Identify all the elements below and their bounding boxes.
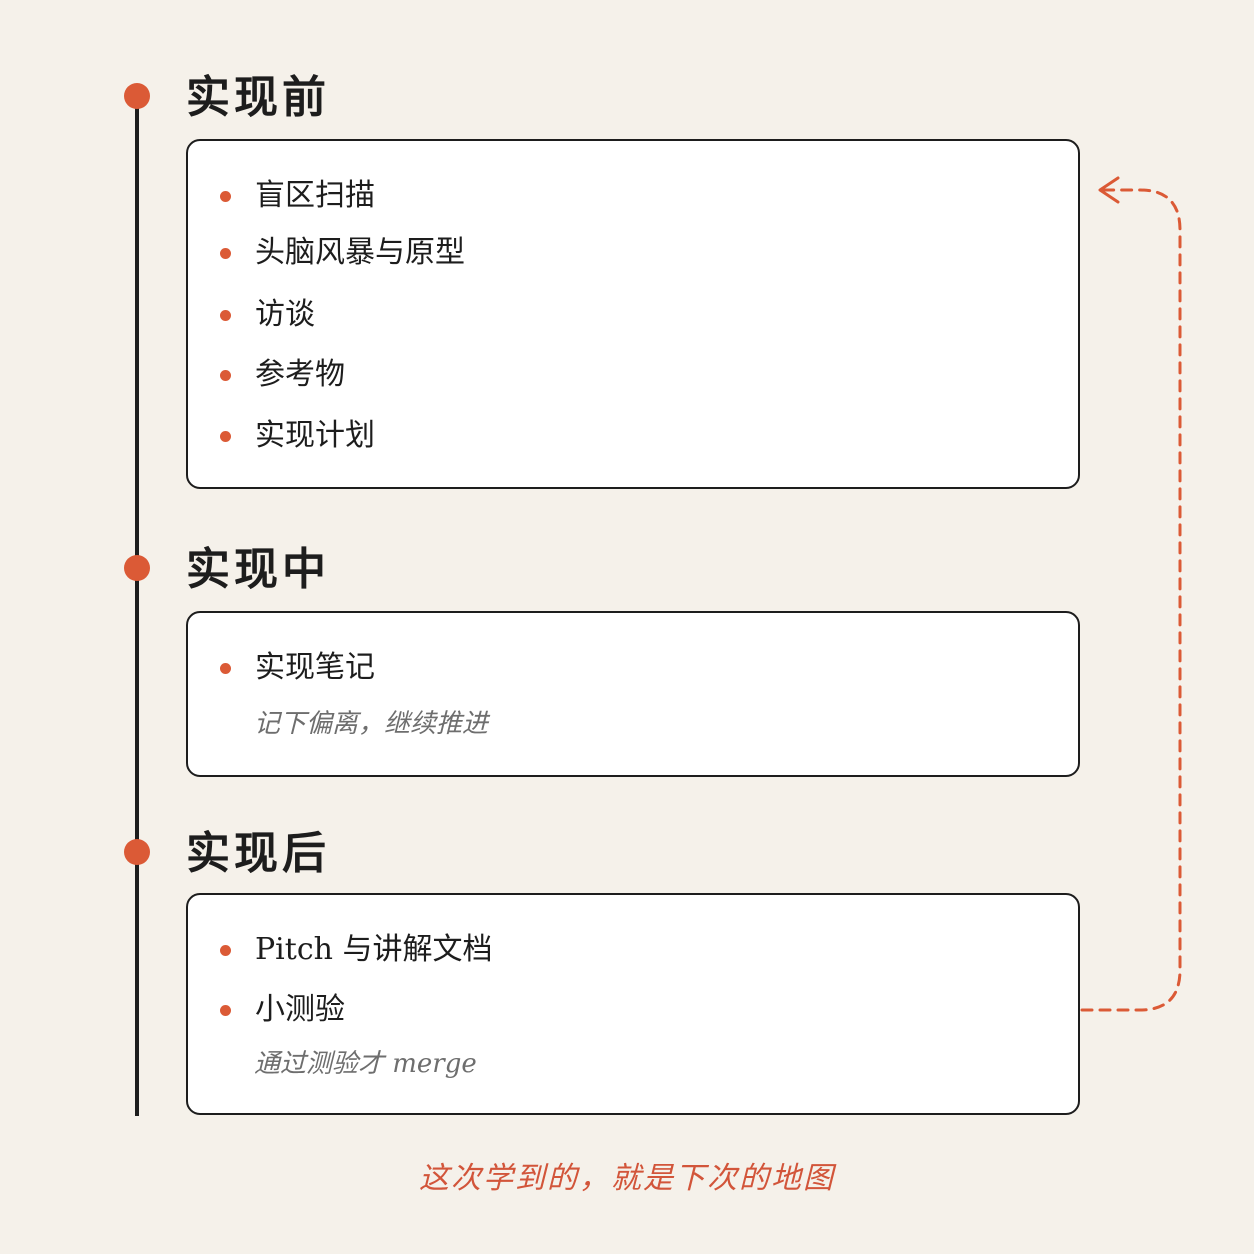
list-item: 头脑风暴与原型 [220, 238, 465, 268]
list-item: 参考物 [220, 360, 345, 390]
timeline-line [135, 96, 139, 1116]
bullet-icon [220, 369, 231, 381]
bullet-icon [220, 662, 231, 674]
item-label: 实现笔记 [255, 650, 375, 685]
card-during: 实现笔记 记下偏离，继续推进 [186, 611, 1080, 777]
item-note: 记下偏离，继续推进 [254, 709, 489, 739]
item-label: 小测验 [255, 992, 345, 1027]
list-item: 实现笔记 [220, 653, 375, 683]
card-before: 盲区扫描 头脑风暴与原型 访谈 参考物 实现计划 [186, 139, 1080, 489]
bullet-icon [220, 430, 231, 442]
stage-title-before: 实现前 [186, 72, 330, 123]
bullet-icon [220, 190, 231, 202]
stage-title-during: 实现中 [186, 544, 330, 595]
item-label: 盲区扫描 [255, 178, 375, 213]
list-item: 访谈 [220, 300, 315, 330]
timeline-dot-before [124, 83, 150, 109]
list-item: Pitch 与讲解文档 [220, 935, 493, 965]
item-label: 头脑风暴与原型 [255, 235, 465, 270]
bullet-icon [220, 944, 231, 956]
item-note: 通过测验才 merge [254, 1049, 477, 1079]
item-label: Pitch 与讲解文档 [255, 932, 493, 967]
item-label: 参考物 [255, 357, 345, 392]
bullet-icon [220, 1004, 231, 1016]
stage-title-after: 实现后 [186, 828, 330, 879]
item-label: 访谈 [255, 297, 315, 332]
footer-caption: 这次学到的，就是下次的地图 [419, 1161, 835, 1196]
list-item: 盲区扫描 [220, 181, 375, 211]
bullet-icon [220, 309, 231, 321]
bullet-icon [220, 247, 231, 259]
list-item: 小测验 [220, 995, 345, 1025]
list-item: 实现计划 [220, 421, 375, 451]
card-after: Pitch 与讲解文档 小测验 通过测验才 merge [186, 893, 1080, 1115]
timeline-dot-after [124, 839, 150, 865]
arrowhead-icon [1098, 176, 1120, 204]
timeline-dot-during [124, 555, 150, 581]
item-label: 实现计划 [255, 418, 375, 453]
